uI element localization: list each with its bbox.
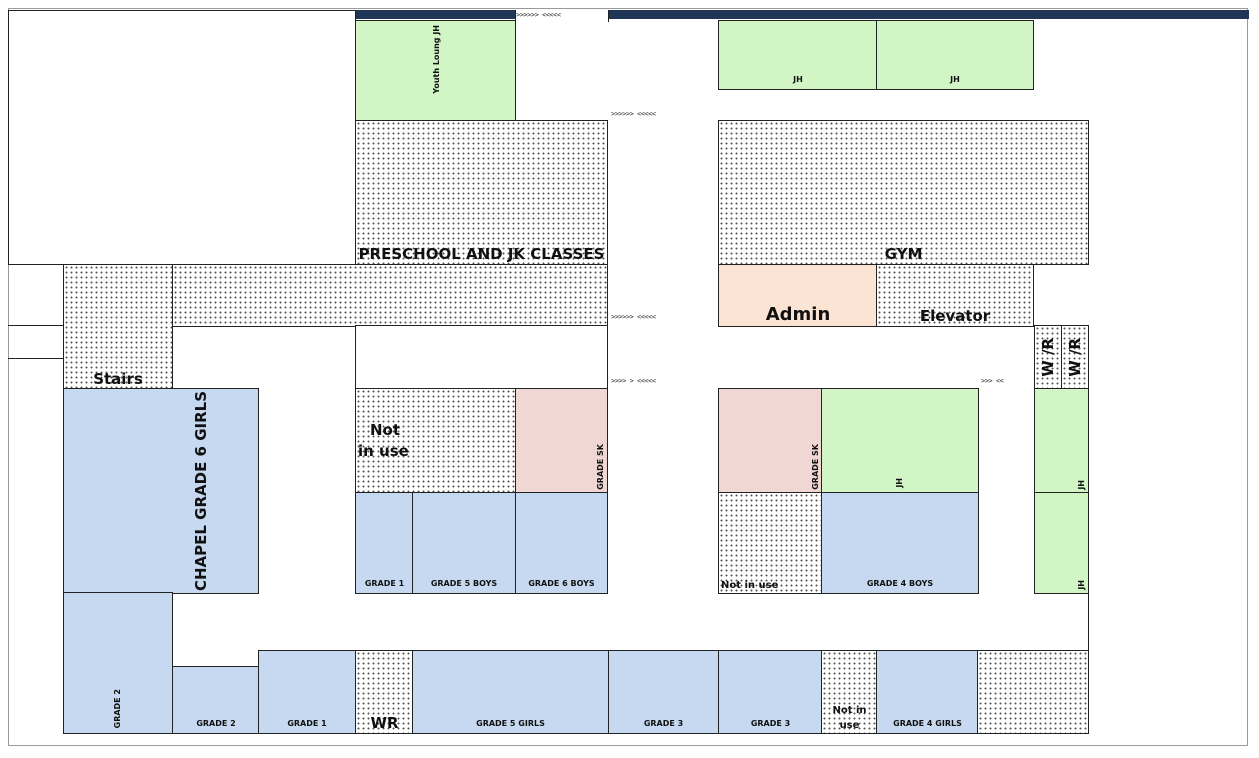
arrow-label: >>>>>> <<<<< bbox=[611, 313, 656, 321]
corridor-line bbox=[1088, 590, 1089, 650]
room-label: Not in bbox=[832, 705, 867, 716]
room-label: CHAPEL GRADE 6 GIRLS bbox=[191, 390, 210, 592]
corridor-line bbox=[8, 358, 64, 359]
room-label: GYM bbox=[884, 245, 923, 263]
room-jh-right-2: JH bbox=[1034, 492, 1089, 594]
room-label: GRADE 1 bbox=[287, 719, 327, 728]
corridor-line bbox=[8, 325, 64, 326]
room-washroom-1: W /R bbox=[1034, 325, 1062, 390]
room-label: PRESCHOOL AND JK CLASSES bbox=[358, 245, 605, 263]
room-jh-mid: JH bbox=[821, 388, 979, 494]
room-label: GRADE 6 BOYS bbox=[528, 579, 595, 588]
room-elevator: Elevator bbox=[876, 264, 1034, 327]
room-label: GRADE 5 GIRLS bbox=[476, 719, 545, 728]
room-jh-top-2: JH bbox=[876, 20, 1034, 90]
room-label: W /R bbox=[1065, 338, 1084, 377]
room-grade-1-bottom: GRADE 1 bbox=[258, 650, 356, 734]
room-label: WR bbox=[370, 714, 399, 732]
room-label: in use bbox=[358, 442, 409, 460]
room-label: GRADE SK bbox=[811, 444, 820, 490]
corridor-dotted bbox=[172, 264, 608, 327]
room-grade-5-girls: GRADE 5 GIRLS bbox=[412, 650, 609, 734]
arrow-label: >>> << bbox=[981, 377, 1004, 385]
room-grade-1-mid: GRADE 1 bbox=[355, 492, 414, 594]
room-preschool: PRESCHOOL AND JK CLASSES bbox=[355, 120, 608, 265]
wall-line bbox=[608, 10, 609, 22]
room-washroom-bottom: WR bbox=[355, 650, 414, 734]
room-label: Admin bbox=[765, 304, 831, 325]
room-stairs: Stairs bbox=[63, 264, 173, 390]
room-label: GRADE 3 bbox=[750, 719, 791, 728]
corridor-white bbox=[355, 325, 608, 390]
room-label: GRADE SK bbox=[596, 444, 605, 490]
room-label: use bbox=[839, 720, 860, 731]
room-grade-3-2: GRADE 3 bbox=[718, 650, 823, 734]
room-label: Not in use bbox=[721, 580, 779, 591]
wall-line bbox=[515, 10, 516, 22]
room-grade-3-1: GRADE 3 bbox=[608, 650, 719, 734]
room-grade-4-boys: GRADE 4 BOYS bbox=[821, 492, 979, 594]
room-label: Stairs bbox=[93, 370, 143, 388]
room-jh-top-1: JH bbox=[718, 20, 878, 90]
room-label: JH bbox=[1077, 580, 1086, 590]
room-label: GRADE 3 bbox=[643, 719, 684, 728]
room-label: GRADE 5 BOYS bbox=[430, 579, 498, 588]
room-grade-sk-2: GRADE SK bbox=[718, 388, 823, 494]
room-label: Not bbox=[370, 421, 401, 439]
room-chapel: CHAPEL GRADE 6 GIRLS bbox=[63, 388, 259, 594]
room-label: GRADE 4 GIRLS bbox=[893, 719, 962, 728]
room-grade-2: GRADE 2 bbox=[172, 666, 260, 734]
room-label: Youth Loung JH bbox=[432, 25, 441, 94]
room-unlabeled-bottom-right bbox=[977, 650, 1089, 734]
arrow-label: >>>> > <<<<< bbox=[611, 377, 656, 385]
top-wall-right bbox=[608, 10, 1249, 19]
arrow-label: >>>>>> <<<<< bbox=[611, 110, 656, 118]
room-youth-lounge: Youth Loung JH bbox=[355, 20, 516, 122]
room-label: Elevator bbox=[919, 307, 991, 325]
room-label: GRADE 2 bbox=[113, 688, 122, 728]
arrow-label: >>>>>> <<<<< bbox=[516, 11, 561, 19]
room-outline-topleft bbox=[8, 10, 356, 265]
room-label: JH bbox=[950, 75, 960, 84]
room-grade-5-boys: GRADE 5 BOYS bbox=[412, 492, 516, 594]
room-label: JH bbox=[895, 478, 904, 488]
room-label: GRADE 4 BOYS bbox=[866, 579, 934, 588]
room-admin: Admin bbox=[718, 264, 878, 327]
room-label: GRADE 1 bbox=[364, 579, 405, 588]
room-not-in-use-1: Not in use bbox=[355, 388, 516, 494]
room-not-in-use-3: Not in use bbox=[821, 650, 878, 734]
room-grade-6-boys: GRADE 6 BOYS bbox=[515, 492, 608, 594]
room-grade-4-girls: GRADE 4 GIRLS bbox=[876, 650, 979, 734]
room-label: JH bbox=[793, 75, 803, 84]
room-label: JH bbox=[1077, 480, 1086, 490]
room-grade-2-vert: GRADE 2 bbox=[63, 592, 173, 734]
room-label: W /R bbox=[1038, 338, 1057, 377]
room-jh-right-1: JH bbox=[1034, 388, 1089, 494]
room-washroom-2: W /R bbox=[1061, 325, 1089, 390]
room-label: GRADE 2 bbox=[196, 719, 236, 728]
room-not-in-use-2: Not in use bbox=[718, 492, 823, 594]
top-wall-left bbox=[355, 10, 515, 19]
room-gym: GYM bbox=[718, 120, 1089, 265]
room-grade-sk-1: GRADE SK bbox=[515, 388, 608, 494]
